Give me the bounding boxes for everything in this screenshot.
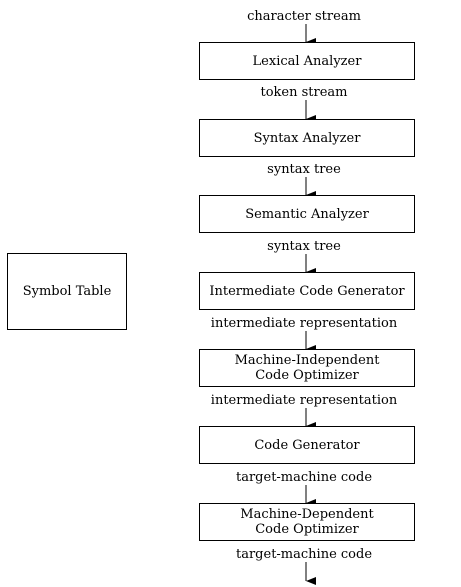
machine-independent-optimizer-box: Machine-Independent Code Optimizer	[199, 349, 415, 387]
lexical-analyzer-box: Lexical Analyzer	[199, 42, 415, 80]
machine-dependent-optimizer-box: Machine-Dependent Code Optimizer	[199, 503, 415, 541]
syntax-analyzer-box: Syntax Analyzer	[199, 119, 415, 157]
phase-label: Semantic Analyzer	[245, 206, 369, 222]
flow-label-target-machine-code-2: target-machine code	[233, 547, 375, 562]
phase-label: Lexical Analyzer	[252, 53, 362, 69]
flow-label-intermediate-representation-1: intermediate representation	[208, 316, 400, 331]
phase-label-line-2: Code Optimizer	[255, 522, 359, 537]
symbol-table-box: Symbol Table	[7, 253, 127, 330]
phase-label: Intermediate Code Generator	[209, 283, 405, 299]
phase-label-line-1: Machine-Dependent	[240, 507, 374, 522]
semantic-analyzer-box: Semantic Analyzer	[199, 195, 415, 233]
phase-label: Syntax Analyzer	[253, 130, 361, 146]
flow-label-syntax-tree-1: syntax tree	[265, 162, 343, 177]
flow-label-syntax-tree-2: syntax tree	[265, 239, 343, 254]
code-generator-box: Code Generator	[199, 426, 415, 464]
flow-label-token-stream: token stream	[258, 85, 350, 100]
symbol-table-label: Symbol Table	[22, 284, 112, 299]
phase-label-line-1: Machine-Independent	[234, 353, 380, 368]
flow-label-intermediate-representation-2: intermediate representation	[208, 393, 400, 408]
flow-label-target-machine-code-1: target-machine code	[233, 470, 375, 485]
flow-label-character-stream: character stream	[245, 9, 363, 24]
intermediate-code-generator-box: Intermediate Code Generator	[199, 272, 415, 310]
phase-label-line-2: Code Optimizer	[255, 368, 359, 383]
phase-label: Code Generator	[254, 437, 360, 453]
